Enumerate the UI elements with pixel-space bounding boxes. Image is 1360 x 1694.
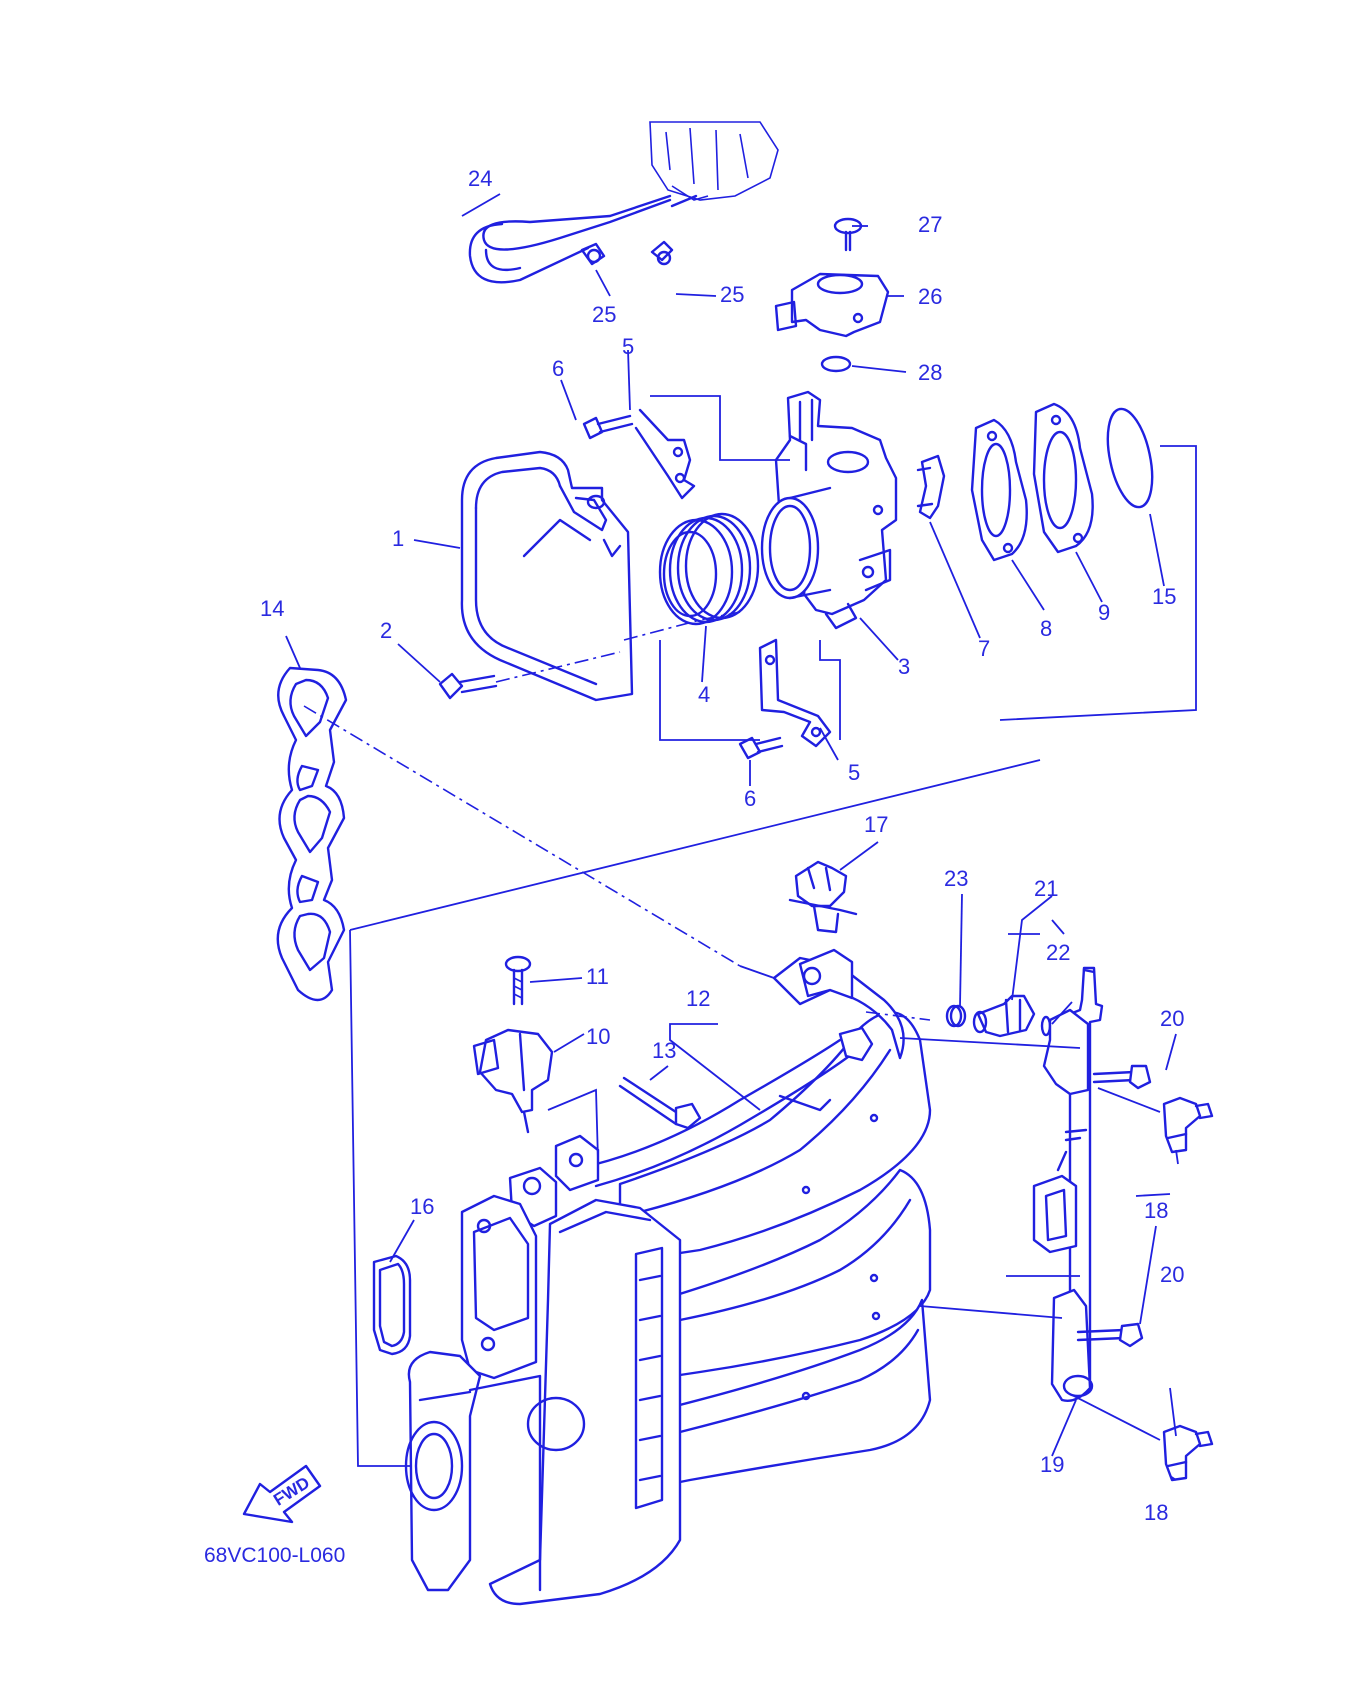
callout-numbers: 1 2 3 4 5 5 6 6 7 8 9 10 11 12 13 14 15 … [260, 166, 1184, 1525]
forward-direction-arrow: FWD [242, 1464, 322, 1524]
bolt-part-20-lower [1076, 1322, 1144, 1348]
callout-21: 21 [1034, 876, 1058, 901]
bolt-part-2 [438, 672, 498, 700]
callout-8: 8 [1040, 616, 1052, 641]
screw-part-27 [833, 217, 863, 252]
fuel-injector-part-10 [472, 1028, 554, 1134]
callout-13: 13 [652, 1038, 676, 1063]
callout-25-right: 25 [720, 282, 744, 307]
callout-5-top: 5 [622, 334, 634, 359]
callout-12: 12 [686, 986, 710, 1011]
callout-7: 7 [978, 636, 990, 661]
gasket-part-16 [372, 1254, 412, 1356]
gasket-part-9 [1032, 402, 1094, 554]
intake-cover-part-1 [460, 450, 634, 702]
hose-holder-part-17 [788, 860, 858, 934]
hose-part-24 [468, 194, 698, 284]
callout-4: 4 [698, 682, 710, 707]
bracket-part-5-top [634, 408, 696, 500]
callout-20-lower: 20 [1160, 1262, 1184, 1287]
screw-part-11 [504, 955, 532, 1006]
gasket-part-8 [970, 418, 1028, 562]
bolt-part-20-upper [1092, 1064, 1152, 1090]
callout-23: 23 [944, 866, 968, 891]
bracket-part-5-bottom [758, 638, 832, 748]
callout-5-bottom: 5 [848, 760, 860, 785]
callout-15: 15 [1152, 584, 1176, 609]
callout-27: 27 [918, 212, 942, 237]
callout-9: 9 [1098, 600, 1110, 625]
throttle-body-part-3 [760, 390, 898, 630]
bolt-part-13 [618, 1076, 702, 1130]
washer-part-23 [945, 1004, 967, 1028]
callout-18-lower: 18 [1144, 1500, 1168, 1525]
bolt-part-6-top [582, 414, 634, 440]
intake-sleeve-part-4 [658, 512, 760, 626]
callout-11: 11 [586, 964, 609, 989]
callout-1: 1 [392, 526, 404, 551]
callout-20-upper: 20 [1160, 1006, 1184, 1031]
o-ring-part-15 [1106, 407, 1154, 509]
clip-part-25 [586, 248, 672, 266]
callout-16: 16 [410, 1194, 434, 1219]
callout-28: 28 [918, 360, 942, 385]
assembly-reference-lines-lower [303, 705, 1161, 1467]
throttle-position-sensor-part-26 [774, 272, 890, 338]
sensor-part-21 [972, 994, 1036, 1038]
o-ring-part-28 [820, 355, 852, 373]
callout-2: 2 [380, 618, 392, 643]
spacer-part-7 [916, 454, 946, 520]
callout-22: 22 [1046, 940, 1070, 965]
callout-19: 19 [1040, 1452, 1064, 1477]
engine-outline-fragment [649, 121, 779, 201]
manifold-gasket-part-14 [276, 666, 348, 1002]
callout-26: 26 [918, 284, 942, 309]
callout-14: 14 [260, 596, 284, 621]
callout-25-left: 25 [592, 302, 616, 327]
bolt-part-6-bottom [738, 736, 784, 760]
callout-3: 3 [898, 654, 910, 679]
callout-18-upper: 18 [1144, 1198, 1168, 1223]
callout-6-bottom: 6 [744, 786, 756, 811]
callout-17: 17 [864, 812, 888, 837]
assembly-reference-lines-upper [349, 395, 1197, 931]
callout-6-top: 6 [552, 356, 564, 381]
intake-manifold-part-12 [404, 948, 932, 1606]
callout-leaders [285, 193, 1179, 1481]
fuel-rail-part-19 [1032, 966, 1104, 1402]
hose-joint-part-18-upper [1162, 1096, 1214, 1154]
callout-24: 24 [468, 166, 492, 191]
drawing-code: 68VC100-L060 [204, 1544, 345, 1567]
callout-10: 10 [586, 1024, 610, 1049]
hose-joint-part-18-lower [1162, 1424, 1214, 1482]
